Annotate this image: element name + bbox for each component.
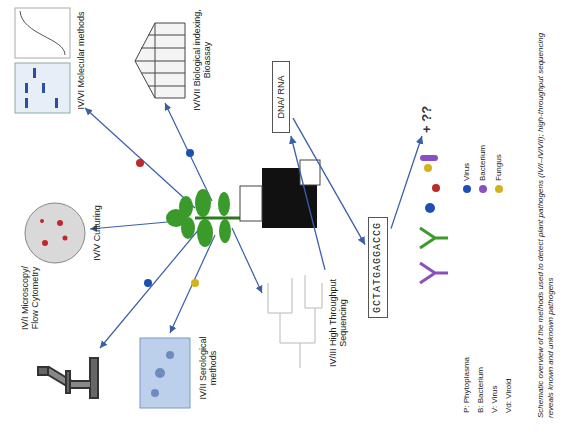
- legend-note: V: Virus: [490, 385, 500, 413]
- legend-swatch: [479, 185, 487, 193]
- legend-note: P: Phytoplasma: [462, 357, 472, 413]
- legend-row: Bacterium: [478, 145, 487, 193]
- process-box: DNA/ RNA: [272, 61, 290, 133]
- legend-text: Bacterium: [478, 145, 487, 181]
- node-text: IV/I Microscopy/ Flow Cytometry: [20, 258, 41, 338]
- method-label: + ??: [420, 106, 435, 133]
- caption: Schematic overview of the methods used t…: [536, 18, 557, 418]
- method-label: IV/V Culturing: [92, 193, 102, 273]
- node-text: IV/VII Biological indexing, Bioassay: [192, 5, 213, 115]
- legend-swatch: [463, 185, 471, 193]
- node-text: + ??: [420, 106, 435, 133]
- node-text: IV/VI Molecular methods: [76, 8, 86, 113]
- node-text: DNA/ RNA: [276, 66, 286, 128]
- method-label: IV/II Serological methods: [198, 318, 219, 418]
- legend-text: Fungus: [494, 154, 503, 181]
- process-box: GCTATGAGGACCG: [368, 217, 388, 318]
- legend-text: Virus: [462, 163, 471, 181]
- legend-row: Fungus: [494, 154, 503, 193]
- method-label: IV/VII Biological indexing, Bioassay: [192, 5, 213, 115]
- flow-arrow: [291, 136, 325, 270]
- legend-note: Vd: Viroid: [504, 378, 514, 413]
- node-text: IV/III High Throughput Sequencing: [328, 263, 349, 383]
- node-text: GCTATGAGGACCG: [372, 222, 384, 313]
- legend-note: B: Bacterium: [476, 367, 486, 413]
- node-text: IV/II Serological methods: [198, 318, 219, 418]
- flow-arrow: [293, 118, 365, 245]
- node-text: IV/V Culturing: [92, 193, 102, 273]
- legend-swatch: [495, 185, 503, 193]
- method-label: IV/I Microscopy/ Flow Cytometry: [20, 258, 41, 338]
- method-label: IV/III High Throughput Sequencing: [328, 263, 349, 383]
- flow-arrow: [391, 136, 422, 229]
- legend-row: Virus: [462, 163, 471, 193]
- method-label: IV/VI Molecular methods: [76, 8, 86, 113]
